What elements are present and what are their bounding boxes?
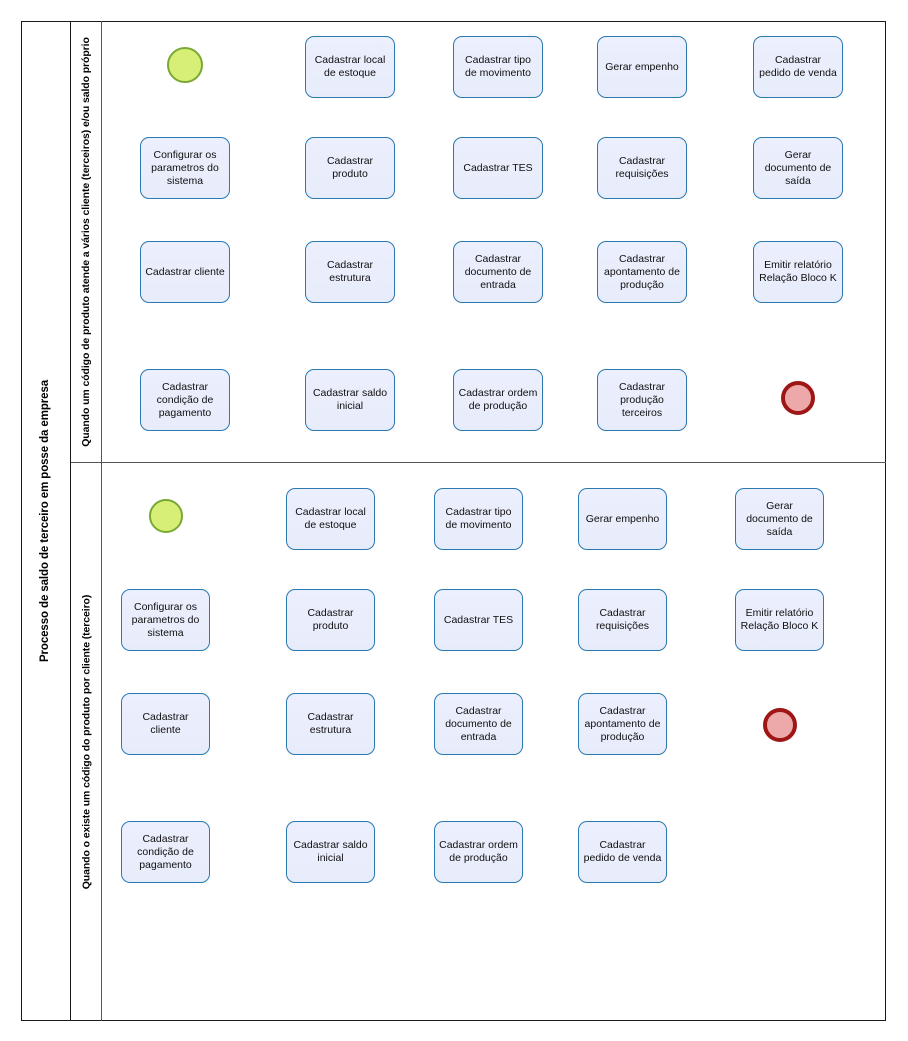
task-node[interactable]: Cadastrar condição de pagamento	[140, 369, 230, 431]
lane-a: Quando um código de produto atende a vár…	[71, 21, 886, 463]
task-node[interactable]: Cadastrar documento de entrada	[434, 693, 523, 755]
task-node[interactable]: Cadastrar requisições	[597, 137, 687, 199]
task-node[interactable]: Cadastrar tipo de movimento	[453, 36, 543, 98]
pool-title-label: Processo de saldo de terceiro em posse d…	[39, 379, 52, 663]
task-node[interactable]: Gerar empenho	[578, 488, 667, 550]
task-node[interactable]: Cadastrar ordem de produção	[434, 821, 523, 883]
task-node[interactable]: Gerar empenho	[597, 36, 687, 98]
lane-a-title: Quando um código de produto atende a vár…	[71, 21, 102, 462]
task-node[interactable]: Cadastrar pedido de venda	[753, 36, 843, 98]
task-node[interactable]: Emitir relatório Relação Bloco K	[753, 241, 843, 303]
task-node[interactable]: Cadastrar produção terceiros	[597, 369, 687, 431]
task-node[interactable]: Cadastrar local de estoque	[286, 488, 375, 550]
task-node[interactable]: Configurar os parametros do sistema	[140, 137, 230, 199]
task-node[interactable]: Gerar documento de saída	[753, 137, 843, 199]
lane-b-start-event[interactable]	[149, 499, 183, 533]
task-node[interactable]: Cadastrar apontamento de produção	[578, 693, 667, 755]
task-node[interactable]: Cadastrar TES	[434, 589, 523, 651]
lane-b-title-label: Quando o existe um código do produto por…	[80, 594, 93, 890]
task-node[interactable]: Cadastrar produto	[286, 589, 375, 651]
task-node[interactable]: Cadastrar cliente	[140, 241, 230, 303]
task-node[interactable]: Cadastrar pedido de venda	[578, 821, 667, 883]
task-node[interactable]: Cadastrar apontamento de produção	[597, 241, 687, 303]
task-node[interactable]: Gerar documento de saída	[735, 488, 824, 550]
task-node[interactable]: Cadastrar produto	[305, 137, 395, 199]
lane-a-title-label: Quando um código de produto atende a vár…	[80, 36, 92, 447]
task-node[interactable]: Cadastrar saldo inicial	[286, 821, 375, 883]
lane-a-end-event[interactable]	[781, 381, 815, 415]
task-node[interactable]: Cadastrar ordem de produção	[453, 369, 543, 431]
pool-title: Processo de saldo de terceiro em posse d…	[21, 21, 71, 1021]
task-node[interactable]: Cadastrar local de estoque	[305, 36, 395, 98]
task-node[interactable]: Cadastrar estrutura	[305, 241, 395, 303]
task-node[interactable]: Cadastrar cliente	[121, 693, 210, 755]
lane-a-start-event[interactable]	[167, 47, 203, 83]
task-node[interactable]: Cadastrar documento de entrada	[453, 241, 543, 303]
lane-b-end-event[interactable]	[763, 708, 797, 742]
task-node[interactable]: Cadastrar TES	[453, 137, 543, 199]
task-node[interactable]: Cadastrar condição de pagamento	[121, 821, 210, 883]
task-node[interactable]: Cadastrar tipo de movimento	[434, 488, 523, 550]
task-node[interactable]: Cadastrar estrutura	[286, 693, 375, 755]
task-node[interactable]: Configurar os parametros do sistema	[121, 589, 210, 651]
task-node[interactable]: Cadastrar saldo inicial	[305, 369, 395, 431]
lane-b-title: Quando o existe um código do produto por…	[71, 463, 102, 1021]
task-node[interactable]: Emitir relatório Relação Bloco K	[735, 589, 824, 651]
lane-b: Quando o existe um código do produto por…	[71, 463, 886, 1021]
task-node[interactable]: Cadastrar requisições	[578, 589, 667, 651]
